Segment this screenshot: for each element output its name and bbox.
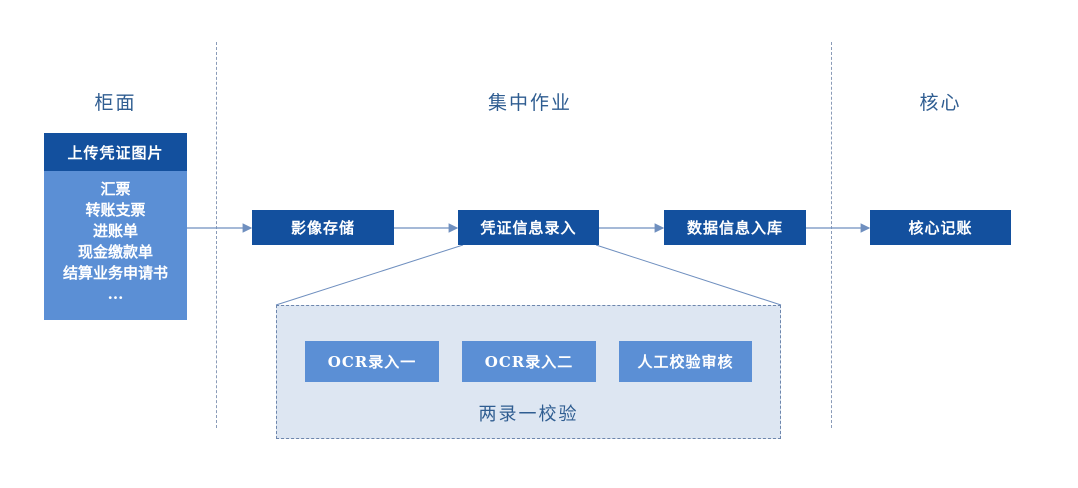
upload-voucher-image-box: 上传凭证图片: [44, 133, 187, 171]
voucher-entry-box: 凭证信息录入: [458, 210, 599, 245]
section-title-central: 集中作业: [487, 92, 572, 114]
document-item: ...: [107, 285, 124, 303]
zoom-line-left: [275, 244, 464, 306]
manual-review-box: 人工校验审核: [619, 341, 752, 382]
verification-label: 两录一校验: [478, 404, 579, 425]
image-storage-box: 影像存储: [252, 210, 394, 245]
document-item: 汇票: [100, 180, 131, 198]
section-title-core: 核心: [919, 92, 962, 114]
document-type-list: 汇票 转账支票 进账单 现金缴款单 结算业务申请书 ...: [44, 171, 187, 320]
document-item: 现金缴款单: [77, 243, 153, 261]
ocr-entry-2-box: OCR录入二: [462, 341, 596, 382]
document-item: 结算业务申请书: [62, 264, 168, 282]
data-storage-box: 数据信息入库: [664, 210, 806, 245]
divider-right: [831, 42, 832, 428]
document-item: 转账支票: [85, 201, 146, 219]
core-booking-box: 核心记账: [870, 210, 1011, 245]
zoom-line-right: [595, 244, 782, 306]
document-item: 进账单: [92, 222, 138, 240]
section-title-counter: 柜面: [94, 92, 137, 114]
ocr-entry-1-box: OCR录入一: [305, 341, 439, 382]
divider-left: [216, 42, 217, 428]
